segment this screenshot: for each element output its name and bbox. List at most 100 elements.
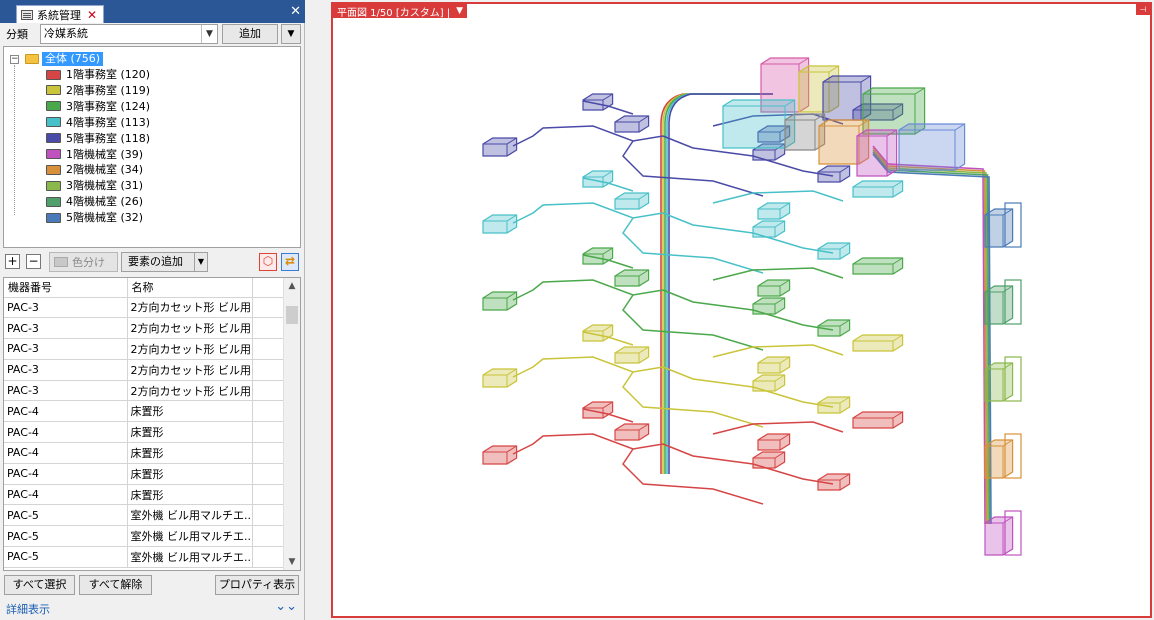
- scroll-down-icon[interactable]: ▼: [288, 557, 296, 567]
- tree-item[interactable]: 2階事務室 (119): [46, 83, 150, 98]
- indoor-unit[interactable]: [752, 374, 786, 392]
- indoor-unit[interactable]: [482, 368, 518, 388]
- column-header-name[interactable]: 名称: [127, 278, 253, 298]
- indoor-unit[interactable]: [482, 445, 518, 465]
- indoor-unit[interactable]: [752, 220, 786, 238]
- tree-item[interactable]: 5階機械室 (32): [46, 210, 143, 225]
- indoor-unit[interactable]: [482, 291, 518, 311]
- panel-close-icon[interactable]: ✕: [290, 4, 301, 19]
- indoor-unit[interactable]: [482, 137, 518, 157]
- pin-icon[interactable]: ⊣: [1136, 4, 1150, 15]
- indoor-unit[interactable]: [817, 165, 851, 183]
- grid-scrollbar[interactable]: ▲ ▼: [283, 278, 300, 570]
- indoor-unit[interactable]: [614, 346, 650, 364]
- tree-item[interactable]: 3階機械室 (31): [46, 178, 143, 193]
- panel-tab[interactable]: 系統管理 ✕: [16, 5, 104, 23]
- indoor-unit[interactable]: [482, 214, 518, 234]
- properties-button[interactable]: プロパティ表示: [215, 575, 299, 595]
- chevron-down-icon[interactable]: ▼: [201, 25, 217, 43]
- tree-item[interactable]: 4階事務室 (113): [46, 115, 150, 130]
- color-code-button[interactable]: 色分け: [49, 252, 118, 272]
- indoor-unit[interactable]: [757, 433, 791, 451]
- view-tab[interactable]: 平面図 1/50 [カスタム] | ▼: [333, 4, 468, 19]
- element-add-button[interactable]: 要素の追加: [121, 252, 195, 272]
- column-header-equipment-number[interactable]: 機器番号: [4, 278, 128, 298]
- select-all-button[interactable]: すべて選択: [4, 575, 75, 595]
- indoor-unit[interactable]: [614, 423, 650, 441]
- scroll-up-icon[interactable]: ▲: [288, 281, 296, 291]
- collapse-all-icon[interactable]: −: [26, 254, 41, 269]
- indoor-unit[interactable]: [614, 269, 650, 287]
- system-tree[interactable]: − 全体 (756) 1階事務室 (120)2階事務室 (119)3階事務室 (…: [3, 46, 301, 248]
- tree-item[interactable]: 3階事務室 (124): [46, 99, 150, 114]
- indoor-unit[interactable]: [852, 180, 904, 198]
- outdoor-unit[interactable]: [856, 129, 898, 177]
- indoor-unit[interactable]: [582, 324, 614, 342]
- tree-root[interactable]: − 全体 (756): [10, 52, 104, 66]
- expand-all-icon[interactable]: +: [5, 254, 20, 269]
- outdoor-unit[interactable]: [760, 57, 810, 113]
- indoor-unit[interactable]: [582, 93, 614, 111]
- indoor-unit[interactable]: [817, 396, 851, 414]
- plan-view-window[interactable]: 平面図 1/50 [カスタム] | ▼ ⊣: [331, 2, 1152, 618]
- indoor-unit[interactable]: [852, 334, 904, 352]
- outdoor-unit[interactable]: [722, 99, 796, 149]
- tab-close-icon[interactable]: ✕: [87, 7, 98, 22]
- tree-item[interactable]: 5階事務室 (118): [46, 131, 150, 146]
- detail-toggle[interactable]: 詳細表示 ⌄⌄: [0, 597, 305, 620]
- riser-unit[interactable]: [984, 439, 1014, 479]
- scroll-thumb[interactable]: [286, 306, 298, 324]
- add-dropdown-button[interactable]: ▼: [281, 24, 301, 44]
- swap-icon[interactable]: ⇄: [281, 253, 299, 271]
- indoor-unit[interactable]: [582, 401, 614, 419]
- double-chevron-down-icon[interactable]: ⌄⌄: [275, 599, 297, 614]
- indoor-unit[interactable]: [852, 411, 904, 429]
- indoor-unit[interactable]: [817, 473, 851, 491]
- outdoor-unit[interactable]: [818, 119, 870, 165]
- indoor-unit[interactable]: [582, 247, 614, 265]
- indoor-unit[interactable]: [582, 170, 614, 188]
- collapse-icon[interactable]: −: [10, 53, 19, 64]
- riser-unit[interactable]: [984, 285, 1014, 325]
- indoor-unit[interactable]: [757, 279, 791, 297]
- riser-unit[interactable]: [984, 516, 1014, 556]
- tree-item[interactable]: 1階機械室 (39): [46, 147, 143, 162]
- indoor-unit[interactable]: [757, 125, 791, 143]
- piping-3d-view[interactable]: [333, 4, 1150, 616]
- indoor-unit[interactable]: [757, 356, 791, 374]
- indoor-unit[interactable]: [817, 319, 851, 337]
- indoor-unit[interactable]: [757, 202, 791, 220]
- outdoor-unit[interactable]: [898, 123, 966, 171]
- tree-item[interactable]: 1階事務室 (120): [46, 67, 150, 82]
- indoor-unit[interactable]: [752, 451, 786, 469]
- indoor-unit[interactable]: [817, 242, 851, 260]
- tree-item[interactable]: 2階機械室 (34): [46, 162, 143, 177]
- tree-item[interactable]: 4階機械室 (26): [46, 194, 143, 209]
- outdoor-unit[interactable]: [822, 75, 872, 121]
- riser-unit[interactable]: [984, 362, 1014, 402]
- outdoor-unit[interactable]: [862, 87, 926, 135]
- indoor-unit[interactable]: [852, 257, 904, 275]
- add-button[interactable]: 追加: [222, 24, 278, 44]
- view-dropdown-icon[interactable]: ▼: [456, 6, 464, 16]
- highlight-icon[interactable]: ⬡: [259, 253, 277, 271]
- indoor-unit[interactable]: [614, 192, 650, 210]
- riser-unit[interactable]: [984, 208, 1014, 248]
- indoor-unit[interactable]: [752, 297, 786, 315]
- indoor-unit[interactable]: [614, 115, 650, 133]
- classify-select[interactable]: 冷媒系統 ▼: [40, 24, 218, 44]
